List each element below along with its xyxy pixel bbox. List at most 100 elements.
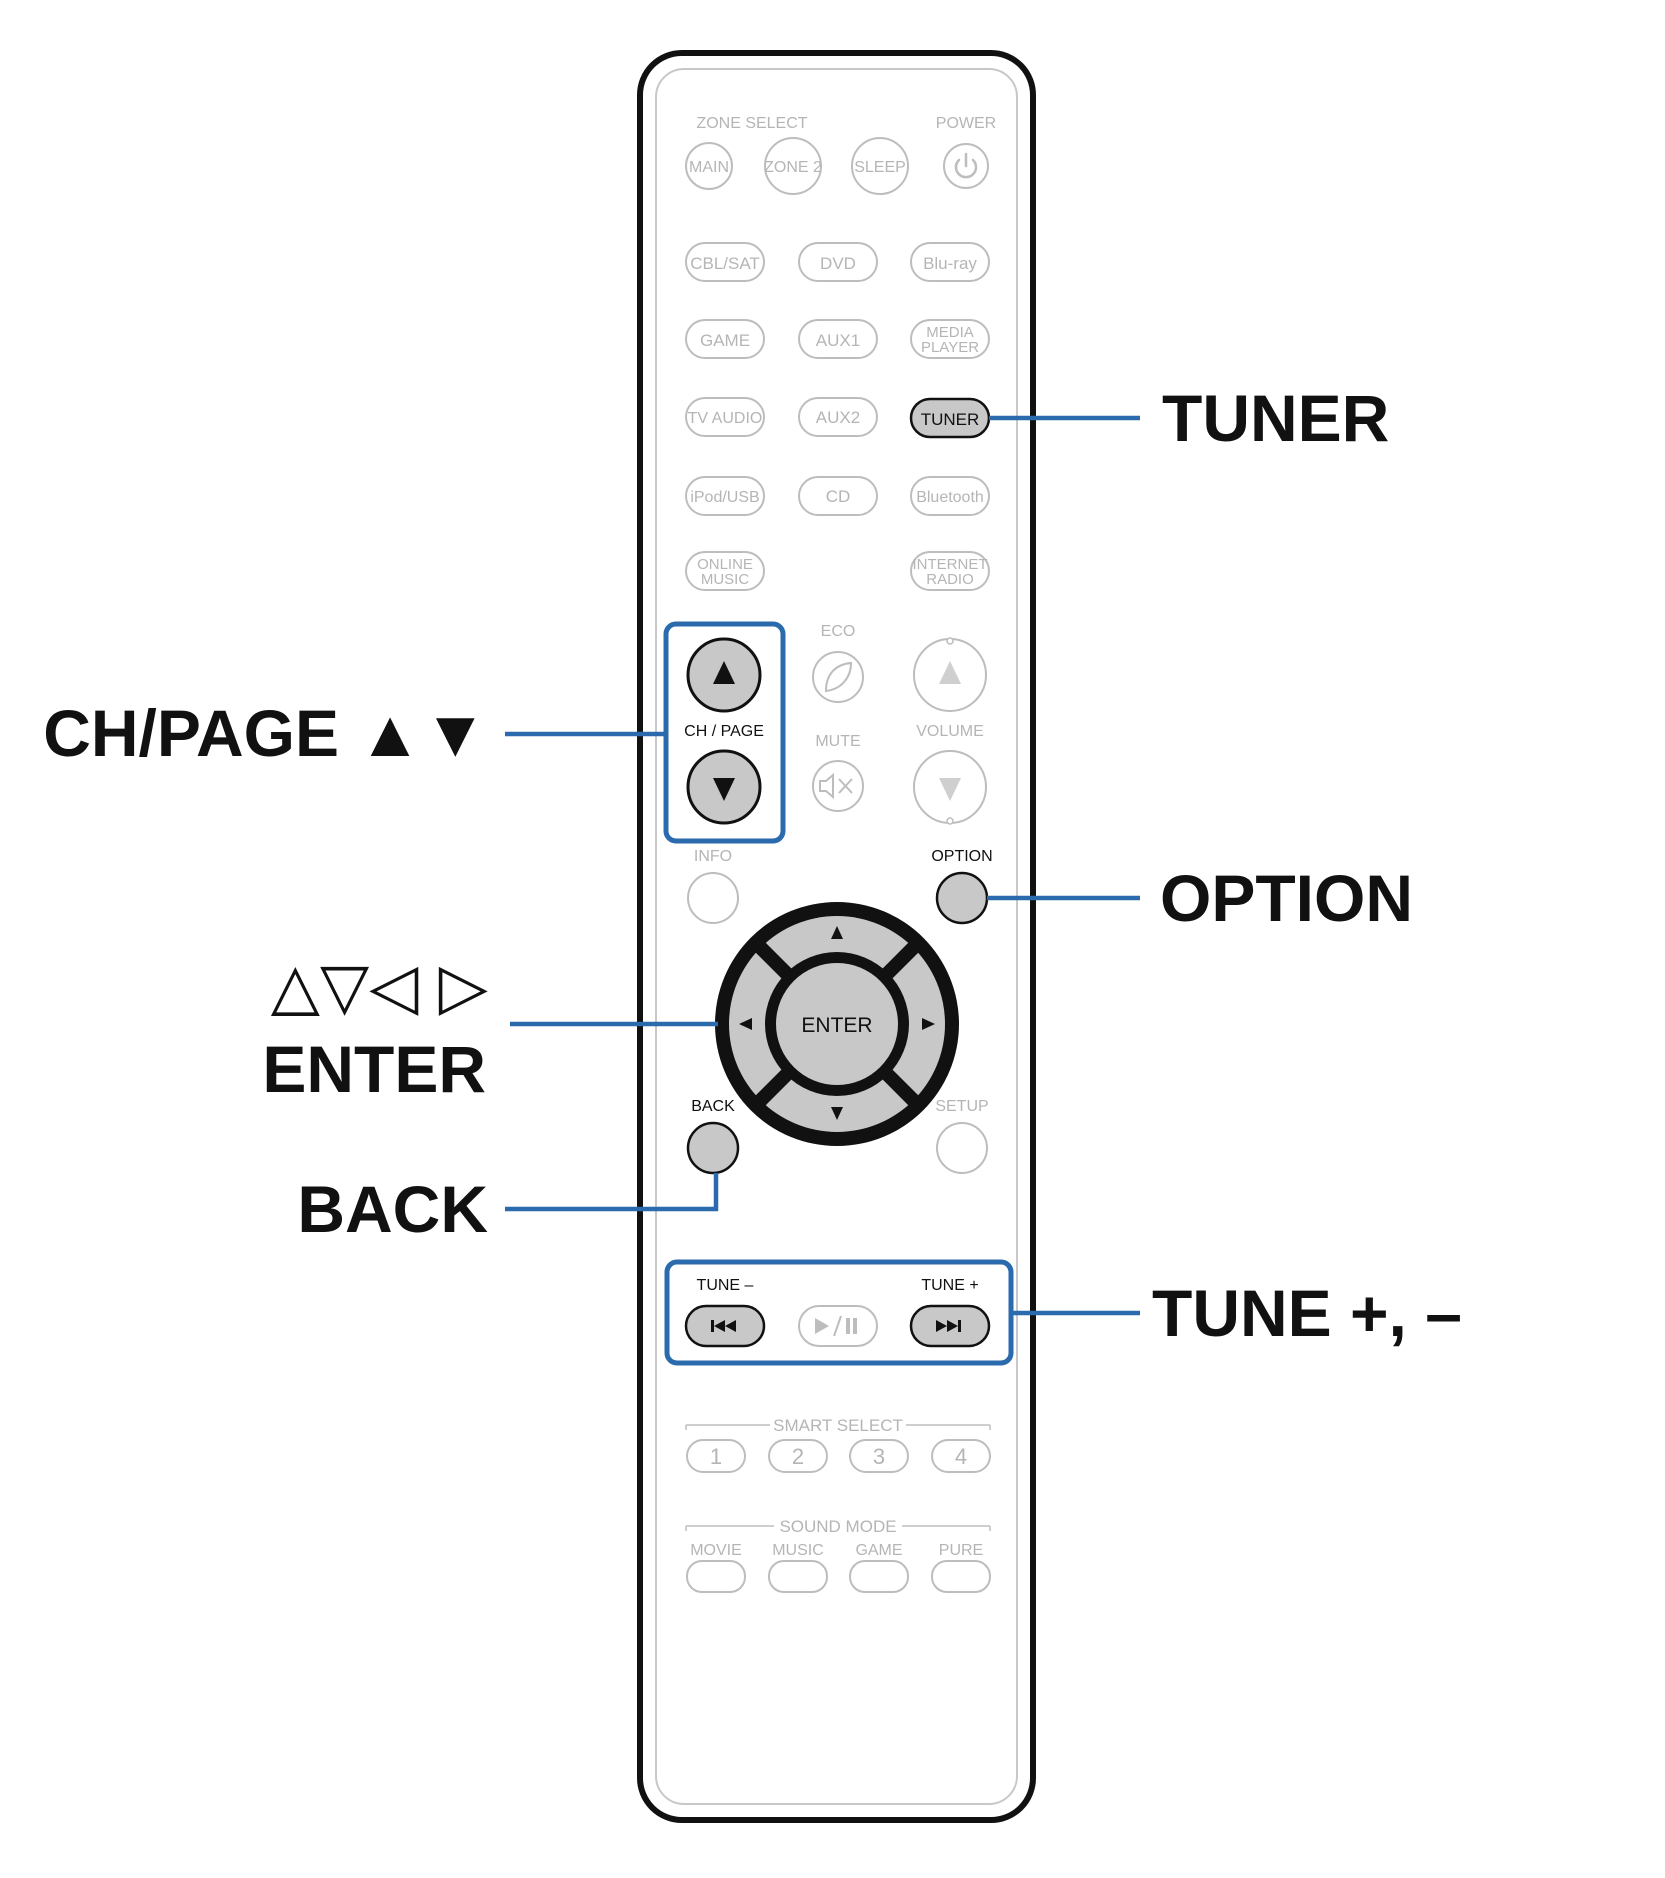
ipod-usb-label: iPod/USB: [690, 489, 759, 506]
smart-1-label: 1: [710, 1444, 722, 1469]
enter-callout: ENTER: [262, 1032, 486, 1106]
enter-button[interactable]: ENTER: [776, 963, 898, 1085]
tuner-callout: TUNER: [1162, 381, 1389, 455]
tuner-button[interactable]: TUNER: [909, 397, 991, 439]
internet-radio-button[interactable]: INTERNET RADIO: [910, 551, 990, 591]
media-player-label-line1: MEDIA: [926, 324, 974, 341]
volume-label: VOLUME: [916, 723, 984, 740]
sound-mode-pure-button[interactable]: [931, 1560, 991, 1593]
ipod-usb-button[interactable]: iPod/USB: [685, 476, 765, 516]
cd-label: CD: [826, 487, 851, 506]
game-label: GAME: [700, 331, 750, 350]
volume-up-triangle-icon: [939, 661, 961, 684]
bluray-label: Blu-ray: [923, 254, 977, 273]
info-button[interactable]: [687, 872, 739, 924]
option-callout: OPTION: [1160, 861, 1413, 935]
sleep-button[interactable]: SLEEP: [851, 137, 909, 195]
cbl-sat-button[interactable]: CBL/SAT: [685, 242, 765, 282]
smart-select-label: SMART SELECT: [773, 1416, 903, 1435]
down-triangle-icon: [713, 778, 735, 801]
play-pause-button[interactable]: [798, 1305, 878, 1347]
tv-audio-button[interactable]: TV AUDIO: [685, 397, 765, 437]
zone2-button[interactable]: ZONE 2: [764, 137, 822, 195]
back-button[interactable]: [686, 1121, 740, 1175]
enter-button-label: ENTER: [801, 1014, 872, 1037]
cursor-left-button[interactable]: [739, 1018, 752, 1030]
sound-mode-movie-button[interactable]: [686, 1560, 746, 1593]
setup-button[interactable]: [936, 1122, 988, 1174]
eco-label: ECO: [821, 623, 856, 640]
volume-up-button[interactable]: [913, 637, 987, 712]
sound-mode-game-button[interactable]: [849, 1560, 909, 1593]
volume-down-triangle-icon: [939, 778, 961, 801]
zone2-label: ZONE 2: [764, 159, 822, 176]
ch-page-label: CH / PAGE: [684, 723, 764, 740]
power-icon: [954, 152, 978, 179]
dvd-button[interactable]: DVD: [798, 242, 878, 282]
bluetooth-label: Bluetooth: [916, 489, 984, 506]
option-button[interactable]: [935, 871, 989, 925]
setup-label: SETUP: [935, 1098, 988, 1115]
back-callout: BACK: [297, 1172, 488, 1246]
cursor-right-button[interactable]: [922, 1018, 935, 1030]
smart-select-button-2[interactable]: 2: [768, 1439, 828, 1473]
cd-button[interactable]: CD: [798, 476, 878, 516]
mute-button[interactable]: [812, 760, 864, 812]
play-pause-icon: [815, 1315, 857, 1337]
sound-mode-group: SOUND MODE: [685, 1517, 991, 1536]
ch-page-down-button[interactable]: [686, 749, 762, 825]
tune-callout: TUNE +, –: [1152, 1276, 1462, 1350]
eco-button[interactable]: [812, 651, 864, 703]
cursor-arrows-callout: △▽◁ ▷: [271, 950, 488, 1024]
volume-down-button[interactable]: [913, 750, 987, 825]
tv-audio-label: TV AUDIO: [688, 410, 763, 427]
media-player-button[interactable]: MEDIA PLAYER: [910, 319, 990, 359]
smart-4-label: 4: [955, 1444, 967, 1469]
tune-minus-button[interactable]: [684, 1304, 766, 1348]
main-button[interactable]: MAIN: [685, 142, 733, 190]
sound-mode-pure-label: PURE: [939, 1542, 983, 1559]
sound-mode-movie-label: MOVIE: [690, 1542, 742, 1559]
tuner-button-label: TUNER: [921, 410, 980, 429]
smart-select-button-4[interactable]: 4: [931, 1439, 991, 1473]
skip-forward-icon: [936, 1320, 961, 1332]
smart-select-button-1[interactable]: 1: [686, 1439, 746, 1473]
sleep-label: SLEEP: [854, 159, 906, 176]
option-label: OPTION: [931, 848, 992, 865]
game-button[interactable]: GAME: [685, 319, 765, 359]
back-leader-line: [505, 1173, 719, 1212]
up-triangle-icon: [713, 661, 735, 684]
remote-inner-border: [655, 68, 1018, 1805]
tune-minus-label: TUNE –: [697, 1277, 754, 1294]
back-label: BACK: [691, 1098, 735, 1115]
aux2-button[interactable]: AUX2: [798, 397, 878, 437]
online-music-button[interactable]: ONLINE MUSIC: [685, 551, 765, 591]
aux1-label: AUX1: [816, 331, 860, 350]
internet-radio-label-line1: INTERNET: [913, 556, 988, 573]
bluray-button[interactable]: Blu-ray: [910, 242, 990, 282]
cursor-up-button[interactable]: [831, 926, 843, 939]
cbl-sat-label: CBL/SAT: [690, 254, 760, 273]
sound-mode-music-button[interactable]: [768, 1560, 828, 1593]
smart-select-group: SMART SELECT: [685, 1416, 991, 1435]
sound-mode-game-label: GAME: [855, 1542, 902, 1559]
smart-3-label: 3: [873, 1444, 885, 1469]
leaf-icon: [824, 661, 853, 693]
power-button[interactable]: [943, 143, 989, 189]
online-music-label-line1: ONLINE: [697, 556, 753, 573]
smart-select-button-3[interactable]: 3: [849, 1439, 909, 1473]
ch-page-callout: CH/PAGE ▲▼: [43, 696, 488, 770]
ch-page-up-button[interactable]: [686, 637, 762, 713]
aux1-button[interactable]: AUX1: [798, 319, 878, 359]
smart-2-label: 2: [792, 1444, 804, 1469]
info-label: INFO: [694, 848, 732, 865]
leader-lines: [505, 415, 1140, 1316]
cursor-down-button[interactable]: [831, 1107, 843, 1120]
main-label: MAIN: [689, 159, 729, 176]
bluetooth-button[interactable]: Bluetooth: [910, 476, 990, 516]
sound-mode-music-label: MUSIC: [772, 1542, 824, 1559]
tune-plus-button[interactable]: [909, 1304, 991, 1348]
internet-radio-label-line2: RADIO: [926, 571, 974, 588]
media-player-label-line2: PLAYER: [921, 339, 979, 356]
